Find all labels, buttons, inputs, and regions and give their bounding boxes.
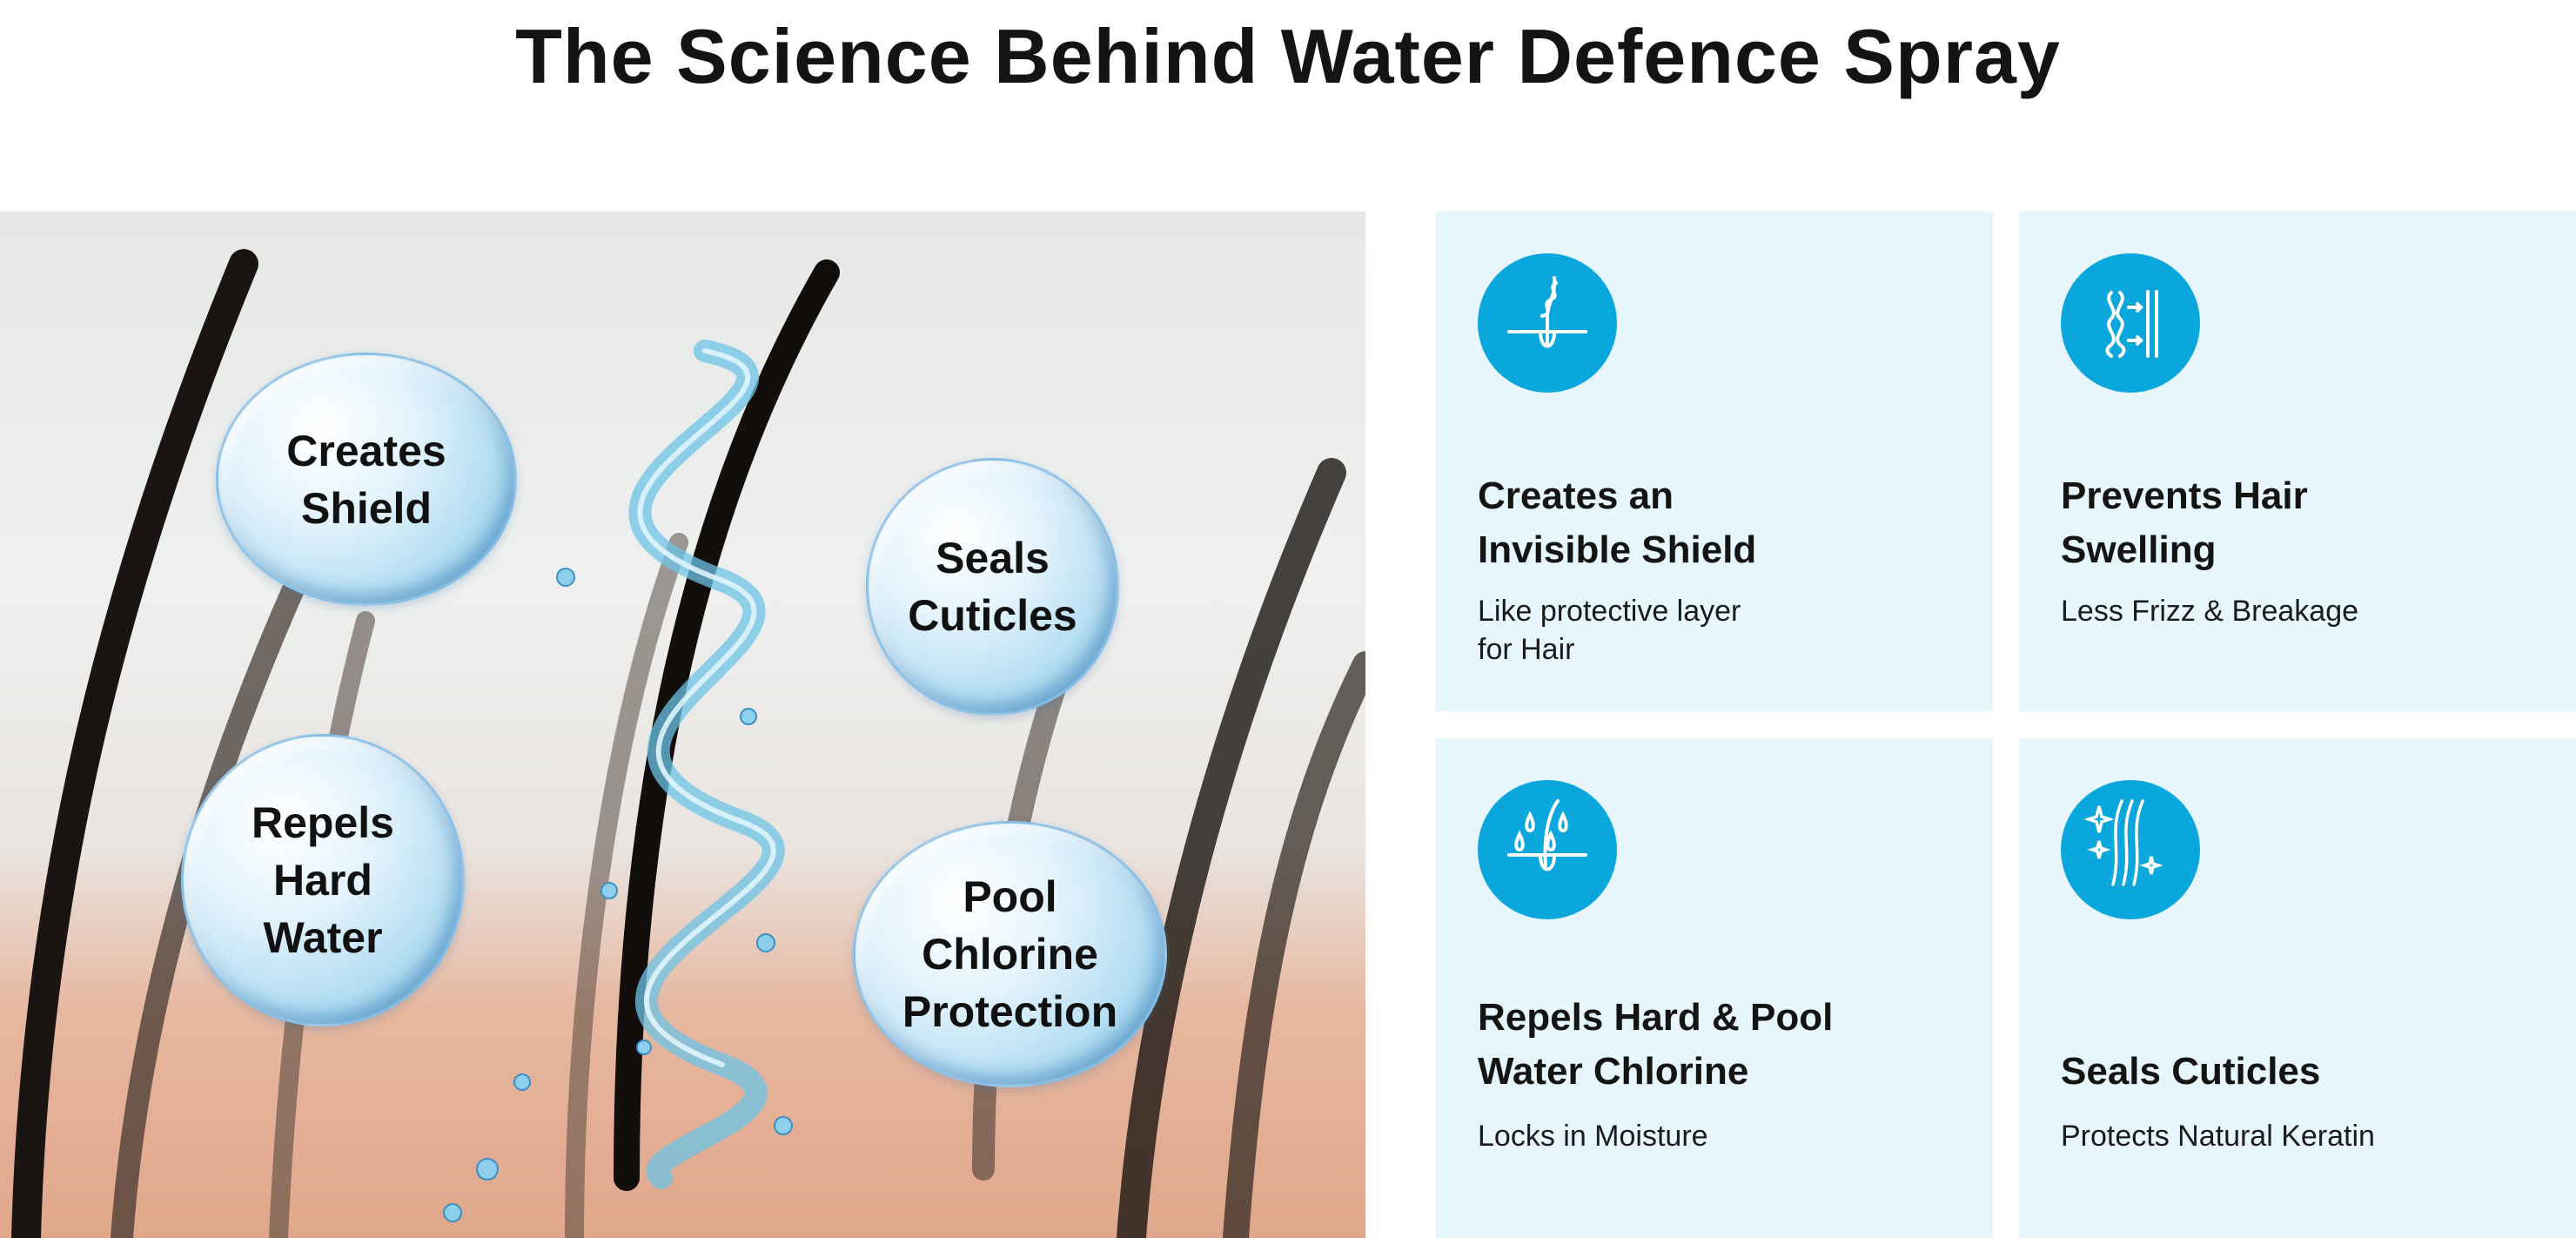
- bubble-text: Creates: [286, 426, 446, 475]
- card-title: Water Chlorine: [1478, 1050, 1749, 1093]
- bubble-text: Shield: [300, 483, 432, 533]
- feature-card-repels-water: Repels Hard & Pool Water Chlorine Locks …: [1436, 738, 1993, 1238]
- feature-card-invisible-shield: Creates an Invisible Shield Like protect…: [1436, 212, 1993, 711]
- card-subtitle: Less Frizz & Breakage: [2061, 595, 2359, 628]
- sparkle-hair-icon: [2061, 780, 2200, 919]
- card-title: Repels Hard & Pool: [1478, 996, 1834, 1039]
- page-title: The Science Behind Water Defence Spray: [515, 13, 2061, 99]
- water-drops-hair-icon: [1478, 780, 1617, 919]
- card-subtitle: Locks in Moisture: [1478, 1120, 1708, 1153]
- bubble-text: Cuticles: [908, 591, 1077, 640]
- card-title: Seals Cuticles: [2061, 1050, 2321, 1093]
- bubble-text: Water: [263, 913, 383, 962]
- bubble-text: Chlorine: [922, 930, 1098, 979]
- bubble-text: Seals: [936, 534, 1050, 582]
- card-title: Invisible Shield: [1478, 528, 1757, 571]
- bubble-text: Pool: [963, 872, 1057, 921]
- card-subtitle: for Hair: [1478, 633, 1575, 666]
- feature-card-seals-cuticles: Seals Cuticles Protects Natural Keratin: [2019, 738, 2576, 1238]
- hair-shield-icon: [1478, 253, 1617, 393]
- feature-card-prevents-swelling: Prevents Hair Swelling Less Frizz & Brea…: [2019, 212, 2576, 711]
- bubble-text: Repels: [252, 798, 394, 847]
- card-title: Creates an: [1478, 474, 1674, 517]
- bubble-text: Hard: [273, 856, 372, 905]
- card-title: Swelling: [2061, 528, 2217, 571]
- bubble-text: Protection: [902, 987, 1118, 1036]
- card-subtitle: Protects Natural Keratin: [2061, 1120, 2375, 1153]
- card-subtitle: Like protective layer: [1478, 595, 1741, 628]
- hair-strands-illustration: [11, 249, 1365, 1238]
- card-title: Prevents Hair: [2061, 474, 2308, 517]
- hair-swelling-icon: [2061, 253, 2200, 393]
